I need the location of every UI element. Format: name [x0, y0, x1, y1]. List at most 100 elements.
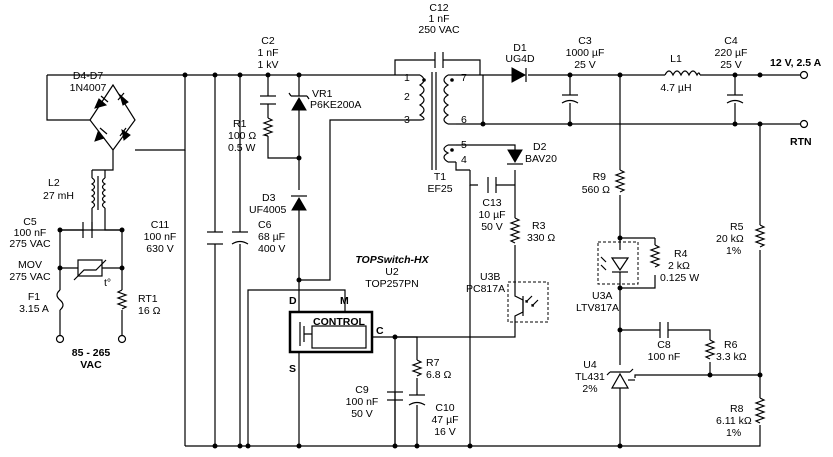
c2-value: 1 nF	[257, 47, 278, 59]
r7-value: 6.8 Ω	[426, 369, 452, 381]
r1-value: 100 Ω	[228, 130, 256, 142]
vr1-ref: VR1	[312, 88, 333, 100]
u2-part: TOP257PN	[365, 278, 419, 290]
c9-ref: C9	[355, 384, 369, 396]
c9-rating: 50 V	[351, 408, 373, 420]
d4d7-part: 1N4007	[70, 82, 107, 94]
rt1-thermistor-symbol	[116, 289, 128, 310]
r3-resistor-symbol	[509, 217, 521, 244]
r3-value: 330 Ω	[527, 232, 555, 244]
junction-dots	[57, 72, 763, 449]
u2-control-label: CONTROL	[313, 316, 365, 328]
r1-ref: R1	[233, 118, 247, 130]
c10-ref: C10	[435, 402, 454, 414]
f1-fuse-symbol	[56, 289, 64, 311]
l1-inductor-symbol	[664, 70, 701, 77]
r7-ref: R7	[426, 357, 440, 369]
r9-value: 560 Ω	[582, 184, 610, 196]
l1-value: 4.7 µH	[660, 82, 691, 94]
u2-pin-s: S	[289, 363, 296, 375]
u4-part: TL431	[575, 371, 605, 383]
f1-ref: F1	[28, 291, 40, 303]
t1-pin-6: 6	[461, 114, 467, 126]
c9-capacitor-symbol	[387, 391, 403, 446]
l1-ref: L1	[670, 53, 682, 65]
u3a-part: LTV817A	[576, 302, 619, 314]
d4d7-ref: D4-D7	[73, 70, 104, 82]
output-terminal-12v	[799, 70, 809, 80]
t1-pin-3: 3	[404, 114, 410, 126]
c10-rating: 16 V	[434, 426, 456, 438]
c6-rating: 400 V	[258, 243, 285, 255]
u2-ref: U2	[385, 266, 399, 278]
u3b-part: PC817A	[466, 283, 505, 295]
r8-value: 6.11 kΩ	[716, 415, 752, 427]
c9-value: 100 nF	[346, 396, 379, 408]
c2-rating: 1 kV	[257, 59, 278, 71]
c12-capacitor-symbol	[434, 52, 444, 68]
rt1-ref: RT1	[138, 293, 158, 305]
r4-resistor-symbol	[649, 244, 661, 268]
input-type-label: VAC	[80, 359, 102, 371]
c10-capacitor-symbol	[408, 394, 426, 406]
mov-rating: 275 VAC	[9, 271, 51, 283]
c12-rating: 250 VAC	[418, 24, 460, 36]
c12-ref: C12	[429, 2, 448, 14]
r5-resistor-symbol	[754, 224, 766, 248]
r4-ref: R4	[674, 248, 688, 260]
d3-part: UF4005	[249, 204, 287, 216]
r6-ref: R6	[724, 339, 738, 351]
u2-pin-d: D	[289, 295, 297, 307]
r5-value: 20 kΩ	[716, 233, 744, 245]
r3-ref: R3	[532, 220, 546, 232]
r6-value: 3.3 kΩ	[716, 351, 747, 363]
input-terminal-neutral	[117, 334, 127, 344]
vr1-tvs-symbol	[288, 92, 310, 111]
r1-rating: 0.5 W	[228, 142, 256, 154]
c5-capacitor-symbol	[82, 222, 93, 238]
r8-resistor-symbol	[754, 397, 766, 424]
c6-value: 68 µF	[258, 231, 285, 243]
d1-ref: D1	[513, 42, 527, 54]
output-main-label: 12 V, 2.5 A	[770, 57, 822, 69]
l2-inductor-symbol	[90, 176, 107, 210]
d2-diode-symbol	[507, 149, 523, 165]
c12-value: 1 nF	[428, 13, 449, 25]
c4-value: 220 µF	[715, 47, 748, 59]
r9-resistor-symbol	[614, 169, 626, 193]
c5-ref: C5	[23, 216, 37, 228]
t1-pin-2: 2	[404, 91, 410, 103]
d1-diode-symbol	[511, 67, 527, 83]
c13-capacitor-symbol	[487, 177, 497, 193]
t1-pin-7: 7	[461, 72, 467, 84]
c4-ref: C4	[724, 35, 738, 47]
mov-symbol	[73, 259, 107, 281]
r5-tol: 1%	[726, 245, 741, 257]
c2-ref: C2	[261, 35, 275, 47]
r4-rating: 0.125 W	[660, 272, 699, 284]
c11-ref: C11	[151, 219, 170, 231]
c5-rating: 275 VAC	[9, 238, 51, 250]
c6-capacitor-symbol	[231, 231, 249, 245]
c5-value: 100 nF	[14, 227, 47, 239]
c4-capacitor-symbol	[726, 94, 744, 104]
rt1-value: 16 Ω	[138, 305, 161, 317]
u2-pin-m: M	[340, 295, 349, 307]
c13-ref: C13	[482, 197, 501, 209]
u3a-led-symbol	[597, 241, 639, 285]
d2-part: BAV20	[525, 153, 557, 165]
bridge-diode-2	[117, 92, 129, 106]
u2-pin-c: C	[376, 325, 384, 337]
d2-ref: D2	[533, 141, 547, 153]
c10-value: 47 µF	[431, 414, 458, 426]
wires	[46, 59, 800, 447]
c11-capacitor-symbol	[207, 231, 223, 245]
labels: C12 1 nF 250 VAC C2 1 nF 1 kV D4-D7 1N40…	[9, 2, 821, 439]
r1-resistor-symbol	[261, 117, 274, 137]
c13-value: 10 µF	[478, 209, 505, 221]
u4-shunt-regulator-symbol	[606, 368, 635, 389]
bridge-diode-3	[94, 127, 108, 142]
r8-tol: 1%	[726, 427, 741, 439]
bridge-diode-1	[94, 95, 109, 109]
